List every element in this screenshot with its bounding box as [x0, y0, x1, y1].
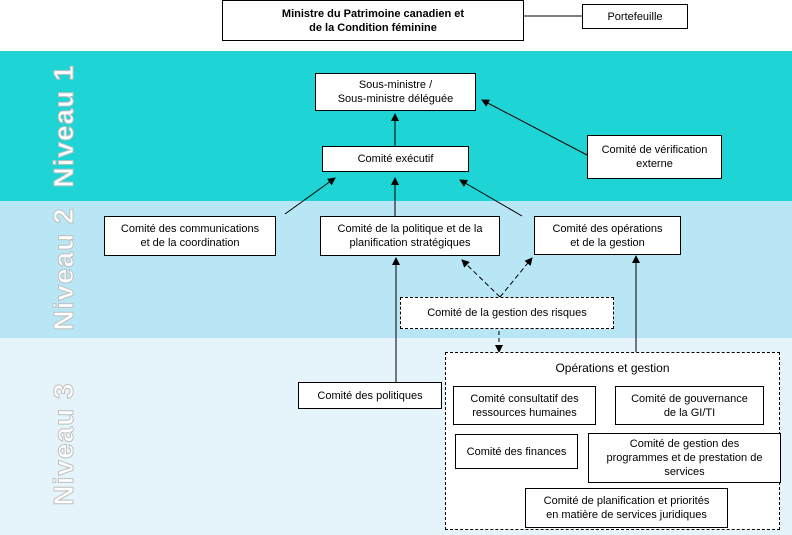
sous-ministre-line1: Sous-ministre /: [358, 79, 433, 91]
rh-line1: Comité consultatif des: [470, 392, 579, 405]
politique-line1: Comité de la politique et de la: [337, 223, 483, 235]
communications-line1: Comité des communications: [120, 223, 260, 235]
politiques-label: Comité des politiques: [317, 389, 423, 402]
operations-to-executif-arrow: [459, 179, 523, 217]
verification-to-sousministre-arrow: [481, 99, 588, 156]
portefeuille-box: Portefeuille: [582, 4, 688, 29]
risques-to-operations-arrow: [499, 257, 533, 298]
comite-executif-label: Comité exécutif: [357, 153, 434, 165]
risques-to-politique-arrow: [461, 259, 501, 298]
programmes-line3: services: [664, 466, 705, 478]
communications-to-executif-arrow: [284, 177, 336, 215]
gouvernance-box: Comité de gouvernance de la GI/TI: [615, 386, 764, 425]
comite-executif-box: Comité exécutif: [322, 146, 469, 172]
sous-ministre-box: Sous-ministre / Sous-ministre déléguée: [315, 73, 476, 111]
risques-box: Comité de la gestion des risques: [400, 297, 614, 329]
risques-label: Comité de la gestion des risques: [427, 307, 587, 319]
ministre-line1: Ministre du Patrimoine canadien et: [281, 7, 465, 20]
ministre-line2: de la Condition féminine: [309, 21, 437, 34]
politiques-box: Comité des politiques: [298, 382, 442, 409]
operations-line2: et de la gestion: [570, 236, 645, 249]
politique-box: Comité de la politique et de la planific…: [320, 216, 500, 256]
programmes-box: Comité de gestion des programmes et de p…: [588, 433, 781, 483]
finances-label: Comité des finances: [466, 445, 567, 458]
juridiques-line1: Comité de planification et priorités: [543, 495, 710, 507]
programmes-line2: programmes et de prestation de: [606, 452, 763, 464]
gouvernance-line1: Comité de gouvernance: [631, 392, 748, 405]
rh-line2: ressources humaines: [472, 406, 577, 419]
group-title: Opérations et gestion: [555, 361, 670, 375]
portefeuille-label: Portefeuille: [607, 10, 663, 23]
communications-box: Comité des communications et de la coord…: [104, 216, 276, 256]
communications-line2: et de la coordination: [140, 237, 240, 249]
operations-box: Comité des opérations et de la gestion: [534, 216, 681, 255]
verification-box: Comité de vérification externe: [587, 135, 722, 179]
sous-ministre-line2: Sous-ministre déléguée: [337, 93, 454, 105]
juridiques-box: Comité de planification et priorités en …: [525, 488, 728, 528]
programmes-line1: Comité de gestion des: [629, 438, 740, 450]
finances-box: Comité des finances: [455, 434, 578, 469]
politique-line2: planification stratégiques: [349, 237, 471, 249]
gouvernance-line2: de la GI/TI: [663, 406, 716, 419]
rh-box: Comité consultatif des ressources humain…: [453, 386, 596, 425]
juridiques-line2: en matière de services juridiques: [546, 509, 707, 521]
verification-line1: Comité de vérification: [601, 144, 708, 156]
ministre-box: Ministre du Patrimoine canadien et de la…: [222, 0, 524, 41]
verification-line2: externe: [636, 158, 673, 170]
operations-line1: Comité des opérations: [552, 222, 663, 235]
